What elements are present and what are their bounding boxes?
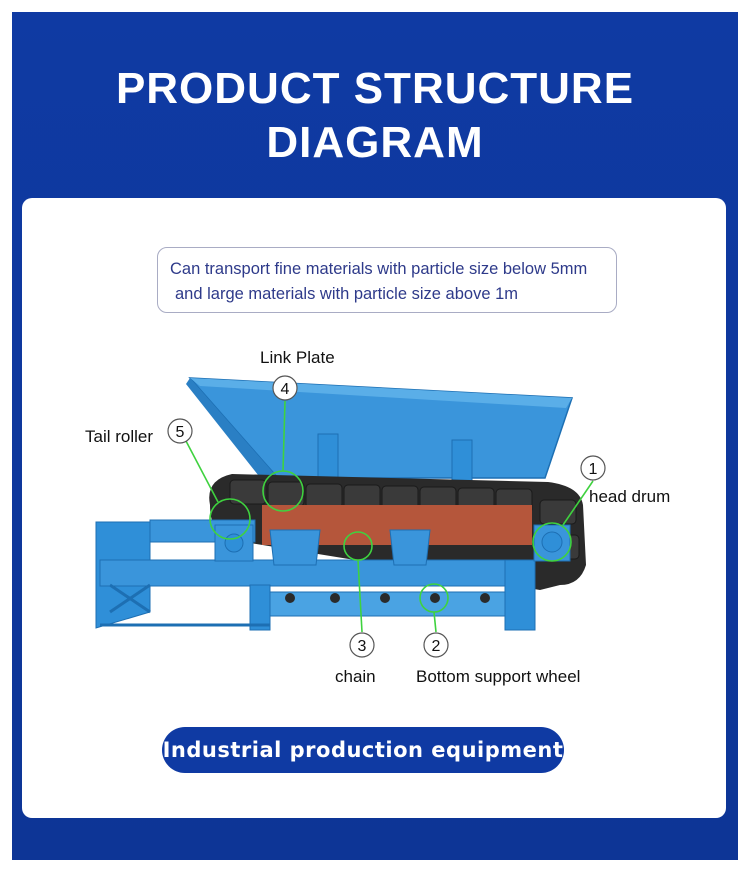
callout-number-5: 5 — [176, 424, 185, 441]
title-line-1: PRODUCT STRUCTURE — [115, 64, 635, 113]
description-box: Can transport fine materials with partic… — [157, 247, 617, 313]
callout-markers — [185, 400, 594, 633]
callout-number-4: 4 — [281, 381, 290, 398]
lower-beam — [269, 591, 506, 617]
label-link-plate: Link Plate — [260, 348, 335, 367]
description-line-2: and large materials with particle size a… — [175, 285, 518, 303]
leg-left — [249, 584, 271, 631]
hopper-left-side — [186, 378, 278, 480]
title-line-2: DIAGRAM — [266, 118, 484, 167]
label-chain: chain — [335, 667, 376, 686]
callout-number-3: 3 — [358, 638, 367, 655]
callout-number-1: 1 — [589, 461, 598, 478]
label-head-drum: head drum — [589, 487, 671, 506]
label-bottom-support-wheel: Bottom support wheel — [416, 667, 581, 686]
callout-numbers: 1 2 3 4 5 — [176, 381, 598, 655]
leg-right — [504, 559, 536, 631]
category-badge: Industrial production equipment — [162, 727, 564, 773]
support-left — [269, 529, 321, 566]
callout-number-2: 2 — [432, 638, 441, 655]
label-tail-roller: Tail roller — [85, 427, 154, 446]
support-wheels — [285, 593, 490, 603]
description-line-1: Can transport fine materials with partic… — [170, 260, 588, 278]
support-right — [389, 529, 431, 566]
number-circles — [167, 375, 606, 658]
page-title: PRODUCT STRUCTURE DIAGRAM — [0, 62, 750, 170]
